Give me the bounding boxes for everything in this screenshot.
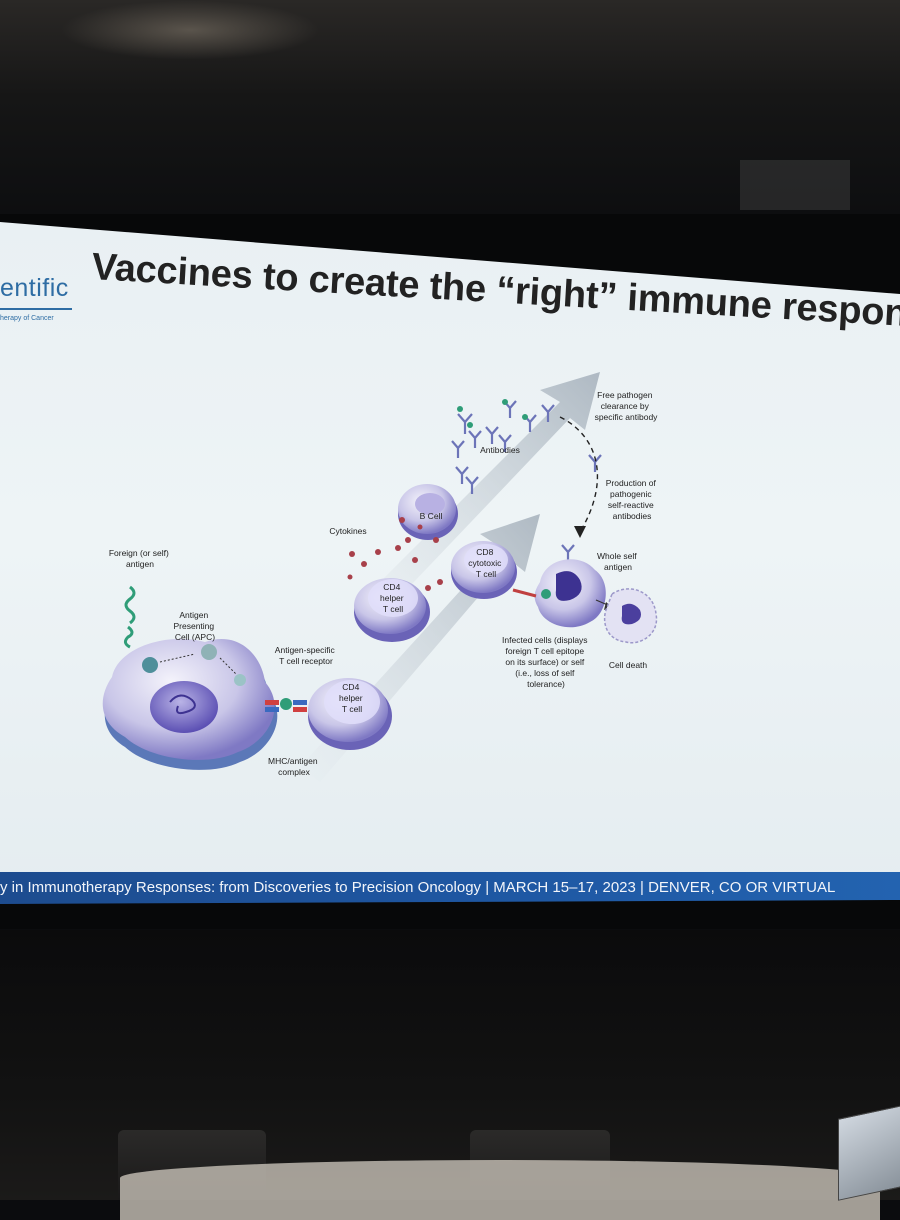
room-background — [0, 0, 900, 215]
cd4-helper-cell-upper — [354, 578, 430, 642]
apc-cell — [102, 638, 278, 770]
label-apc: Antigen Presenting Cell (APC) — [173, 610, 216, 642]
b-cell — [398, 484, 458, 540]
infected-cell — [534, 559, 606, 628]
label-free-pathogen: Free pathogen clearance by specific anti… — [595, 390, 659, 422]
logo-text: entific — [0, 274, 69, 302]
cd8-cytotoxic-cell — [451, 541, 517, 599]
label-cell-death: Cell death — [609, 660, 648, 670]
label-whole-self: Whole self antigen — [597, 551, 639, 572]
dying-cell — [603, 588, 658, 644]
laptop-screen — [838, 1105, 900, 1201]
antigen-tags — [457, 399, 528, 428]
table-top — [120, 1160, 880, 1220]
logo-subtext: herapy of Cancer — [0, 315, 54, 322]
presentation-slide: entific herapy of Cancer Vaccines to cre… — [0, 222, 900, 877]
antigen-squiggle-2 — [123, 625, 134, 649]
cytokine-dots — [347, 517, 443, 591]
production-arrow — [559, 416, 599, 533]
footer-text: y in Immunotherapy Responses: from Disco… — [0, 879, 836, 896]
label-cytokines: Cytokines — [329, 526, 366, 536]
cd4-helper-cell-lower — [308, 678, 392, 750]
label-mhc: MHC/antigen complex — [268, 756, 320, 777]
antigen-squiggle — [124, 585, 136, 625]
wall-panel — [740, 160, 850, 210]
label-cd8: CD8 cytotoxic T cell — [468, 547, 503, 579]
mhc-receptor-complex — [265, 698, 307, 712]
label-cd4-lower: CD4 helper T cell — [339, 682, 365, 714]
label-production: Production of pathogenic self-reactive a… — [606, 478, 658, 521]
label-cd4-upper: CD4 helper T cell — [380, 582, 406, 614]
label-antibodies: Antibodies — [480, 445, 520, 455]
immune-response-diagram: Foreign (or self) antigen Antigen Presen… — [102, 372, 659, 782]
label-foreign-antigen: Foreign (or self) antigen — [109, 548, 171, 569]
ceiling-light — [60, 0, 320, 60]
logo-underline — [0, 308, 72, 310]
label-infected-cells: Infected cells (displays foreign T cell … — [502, 635, 590, 689]
label-tcr: Antigen-specific T cell receptor — [275, 645, 337, 666]
antibodies — [451, 400, 602, 562]
slide-footer-bar: y in Immunotherapy Responses: from Disco… — [0, 872, 900, 904]
label-b-cell: B Cell — [420, 511, 443, 521]
pathway-arrow-upper — [350, 372, 600, 626]
